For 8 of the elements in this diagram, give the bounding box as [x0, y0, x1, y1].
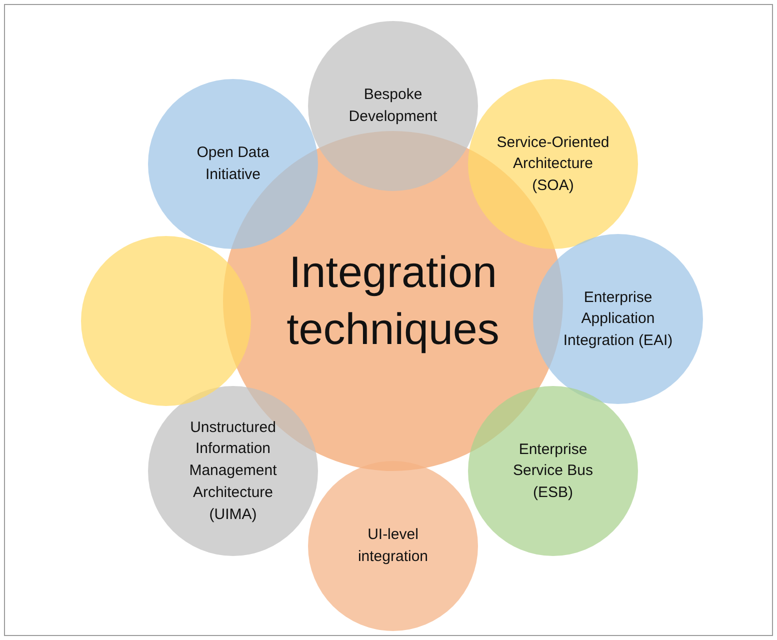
topic-label: Enterprise Application Integration (EAI)	[562, 288, 674, 351]
topic-label: Service-Oriented Architecture (SOA)	[496, 132, 610, 196]
topic-label: UI-level integration	[356, 525, 430, 567]
topic-label: Enterprise Service Bus (ESB)	[512, 440, 594, 503]
topic-label: Open Data Initiative	[196, 143, 270, 185]
topic-label: Unstructured Information Management Architecture (UIMA)	[188, 418, 278, 524]
title-label: Integration techniques	[286, 247, 500, 356]
topic-label: Bespoke Development	[348, 85, 438, 127]
